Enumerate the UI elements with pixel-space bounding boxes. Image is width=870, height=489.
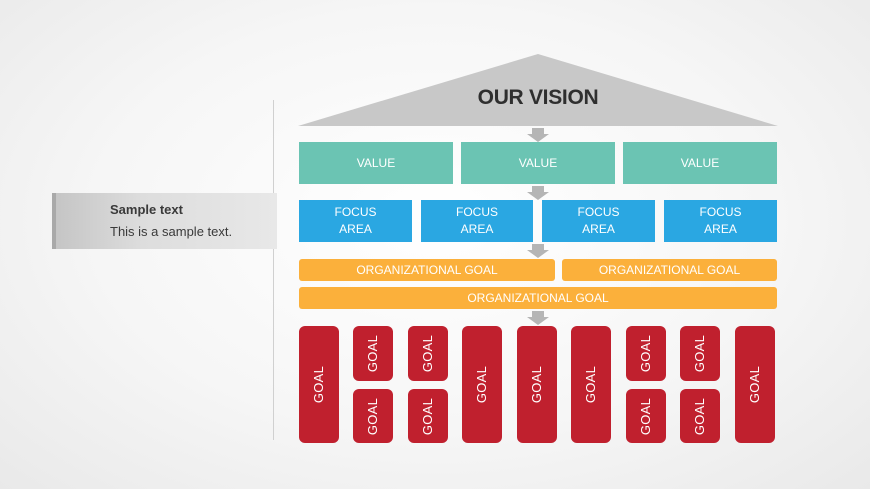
- down-arrow-icon: [527, 186, 549, 200]
- goal-pillar: GOAL: [353, 389, 393, 443]
- goal-label: GOAL: [692, 334, 708, 373]
- goal-pillar: GOAL: [408, 389, 448, 443]
- focus-area-box: FOCUS AREA: [542, 200, 655, 242]
- goal-label: GOAL: [474, 365, 490, 404]
- focus-area-box: FOCUS AREA: [421, 200, 533, 242]
- goal-label: GOAL: [365, 397, 381, 435]
- down-arrow-icon: [527, 128, 549, 142]
- value-box: VALUE: [299, 142, 453, 184]
- goal-label: GOAL: [420, 334, 436, 373]
- organizational-goal-box: ORGANIZATIONAL GOAL: [299, 287, 777, 309]
- callout-accent-bar: [52, 193, 56, 249]
- goal-label: GOAL: [583, 365, 599, 404]
- goal-pillar: GOAL: [571, 326, 611, 443]
- organizational-goal-box: ORGANIZATIONAL GOAL: [299, 259, 555, 281]
- goal-pillar: GOAL: [299, 326, 339, 443]
- focus-area-box: FOCUS AREA: [299, 200, 412, 242]
- divider-line: [273, 100, 274, 440]
- goal-pillar: GOAL: [680, 326, 720, 381]
- goal-label: GOAL: [311, 365, 327, 404]
- goal-pillar: GOAL: [462, 326, 502, 443]
- goal-label: GOAL: [365, 334, 381, 373]
- goal-label: GOAL: [529, 365, 545, 404]
- vision-title: OUR VISION: [477, 86, 599, 109]
- goal-label: GOAL: [638, 334, 654, 373]
- goal-pillar: GOAL: [626, 326, 666, 381]
- down-arrow-icon: [527, 311, 549, 325]
- value-box: VALUE: [623, 142, 777, 184]
- goal-pillar: GOAL: [680, 389, 720, 443]
- goal-pillar: GOAL: [517, 326, 557, 443]
- callout-box: [52, 193, 277, 249]
- down-arrow-icon: [527, 244, 549, 258]
- vision-roof: [298, 54, 778, 126]
- goal-pillar: GOAL: [408, 326, 448, 381]
- organizational-goal-box: ORGANIZATIONAL GOAL: [562, 259, 777, 281]
- goal-pillar: GOAL: [626, 389, 666, 443]
- goal-label: GOAL: [638, 397, 654, 435]
- goal-pillar: GOAL: [735, 326, 775, 443]
- callout-title: Sample text: [110, 202, 183, 217]
- goal-label: GOAL: [747, 365, 763, 404]
- goal-pillar: GOAL: [353, 326, 393, 381]
- callout-text: This is a sample text.: [110, 224, 233, 239]
- goal-label: GOAL: [692, 397, 708, 435]
- value-box: VALUE: [461, 142, 615, 184]
- goal-label: GOAL: [420, 397, 436, 435]
- focus-area-box: FOCUS AREA: [664, 200, 777, 242]
